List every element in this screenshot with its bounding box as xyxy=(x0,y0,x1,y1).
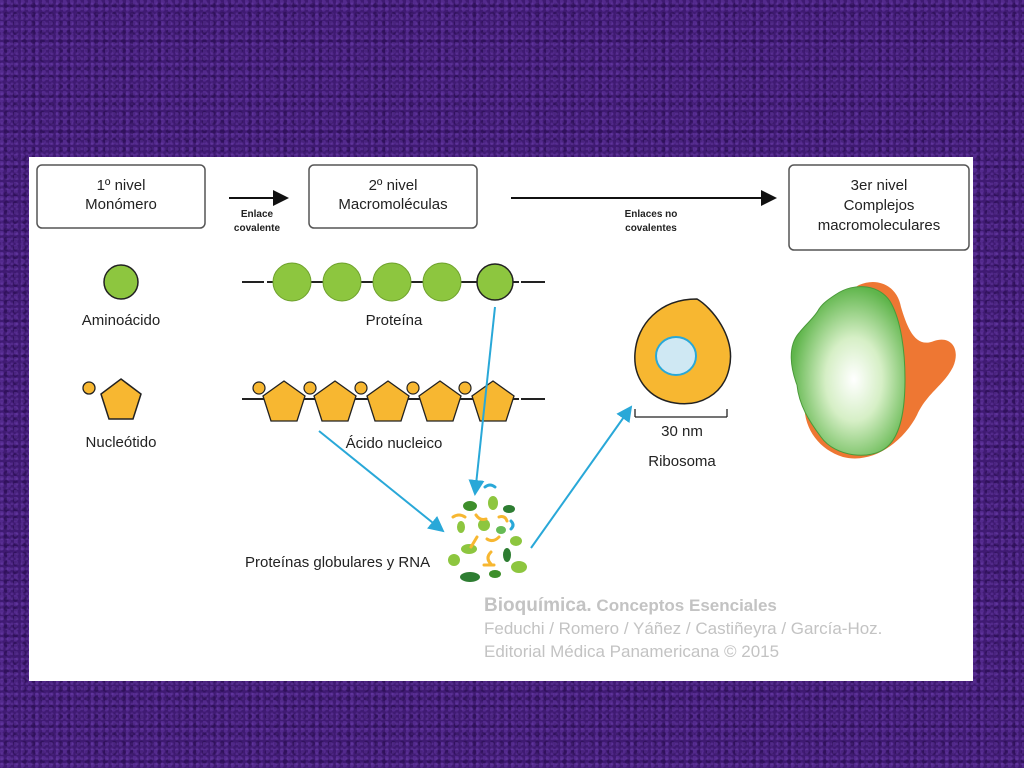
aminoacid-label: Aminoácido xyxy=(82,312,160,329)
globular-label: Proteínas globulares y RNA xyxy=(245,554,430,571)
level-2-subtitle: Macromoléculas xyxy=(338,196,447,213)
nucleotide-monomer: Nucleótido xyxy=(82,378,157,451)
book-title: Bioquímica. xyxy=(484,595,592,616)
credits-block: Bioquímica. Conceptos Esenciales Feduchi… xyxy=(484,594,882,663)
nucleotide-label: Nucleótido xyxy=(86,434,157,451)
levels-diagram: 1º nivel Monómero 2º nivel Macromolécula… xyxy=(36,164,970,582)
ribosome: 30 nm Ribosoma xyxy=(634,298,732,470)
level-1-subtitle: Monómero xyxy=(85,196,157,213)
level-3-box: 3er nivel Complejos macromoleculares xyxy=(788,164,970,251)
ribosome-label: Ribosoma xyxy=(648,453,716,470)
level-3-subtitle-2: macromoleculares xyxy=(818,217,941,234)
level-2-box: 2º nivel Macromoléculas xyxy=(308,164,478,229)
book-authors: Feduchi / Romero / Yáñez / Castiñeyra / … xyxy=(484,619,883,638)
globular-proteins-cluster: Proteínas globulares y RNA xyxy=(245,483,527,582)
level-3-subtitle: Complejos xyxy=(844,197,915,214)
level-2-title: 2º nivel xyxy=(369,177,418,194)
level-1-box: 1º nivel Monómero xyxy=(36,164,206,229)
covalent-label-2: covalente xyxy=(234,223,281,234)
book-publisher: Editorial Médica Panamericana © 2015 xyxy=(484,642,780,661)
ribosome-scale-label: 30 nm xyxy=(661,423,703,440)
folding-arrows xyxy=(318,306,633,549)
covalent-bond-arrow: Enlace covalente xyxy=(229,190,289,234)
protein-label: Proteína xyxy=(366,312,423,329)
aminoacid-monomer: Aminoácido xyxy=(82,264,160,329)
noncovalent-bond-arrow: Enlaces no covalentes xyxy=(511,190,777,234)
nucleic-acid-label: Ácido nucleico xyxy=(346,435,443,452)
macromolecular-complex xyxy=(790,281,956,459)
protein-chain: Proteína xyxy=(242,262,545,329)
noncovalent-label-2: covalentes xyxy=(625,223,677,234)
nucleic-acid-chain: Ácido nucleico xyxy=(242,380,545,452)
book-subtitle: Conceptos Esenciales xyxy=(596,596,777,615)
noncovalent-label-1: Enlaces no xyxy=(625,209,678,220)
covalent-label-1: Enlace xyxy=(241,209,274,220)
level-1-title: 1º nivel xyxy=(97,177,146,194)
figure-panel: 1º nivel Monómero 2º nivel Macromolécula… xyxy=(29,157,973,681)
level-3-title: 3er nivel xyxy=(851,177,908,194)
